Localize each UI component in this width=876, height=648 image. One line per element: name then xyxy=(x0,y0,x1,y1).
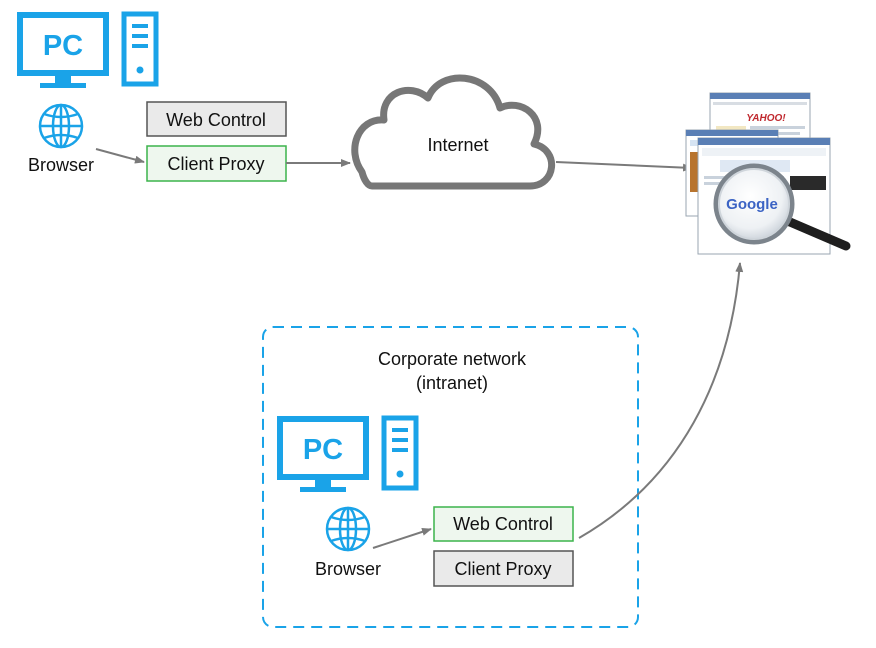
google-logo: Google xyxy=(726,196,778,213)
corporate-web-control-label: Web Control xyxy=(453,514,553,534)
corporate-pc-label: PC xyxy=(303,434,343,466)
corporate-client-proxy-label: Client Proxy xyxy=(454,559,551,579)
web-control-box: Web Control xyxy=(146,101,287,137)
pc-tower-icon xyxy=(121,11,159,87)
web-control-label: Web Control xyxy=(166,110,266,130)
corporate-web-control-box: Web Control xyxy=(433,506,574,542)
pc-label: PC xyxy=(43,30,83,62)
arrow-corporate-browser-to-webcontrol xyxy=(372,528,432,549)
client-proxy-label: Client Proxy xyxy=(167,154,264,174)
arrow-internet-to-websites xyxy=(555,161,693,172)
corporate-network-boundary xyxy=(262,326,639,628)
magnifying-glass-icon: Google xyxy=(713,163,851,251)
internet-cloud-icon: Internet xyxy=(351,74,555,190)
arrow-webcontrol-to-websites xyxy=(578,262,744,539)
yahoo-logo: YAHOO! xyxy=(746,113,786,124)
client-proxy-box: Client Proxy xyxy=(146,145,287,182)
corporate-title-line1: Corporate network xyxy=(378,349,527,369)
corporate-pc-monitor-icon: PC xyxy=(277,416,369,492)
internet-label: Internet xyxy=(427,135,488,155)
pc-monitor-icon: PC xyxy=(17,12,109,88)
corporate-browser-label: Browser xyxy=(315,559,381,579)
corporate-globe-icon xyxy=(325,506,371,552)
globe-icon xyxy=(38,103,84,149)
browser-label: Browser xyxy=(28,155,94,175)
corporate-pc-tower-icon xyxy=(381,415,419,491)
corporate-title-line2: (intranet) xyxy=(416,373,488,393)
arrow-browser-to-proxy xyxy=(95,148,145,164)
corporate-client-proxy-box: Client Proxy xyxy=(433,550,574,587)
website-screenshots-image: YAHOO! Go xyxy=(685,92,851,255)
